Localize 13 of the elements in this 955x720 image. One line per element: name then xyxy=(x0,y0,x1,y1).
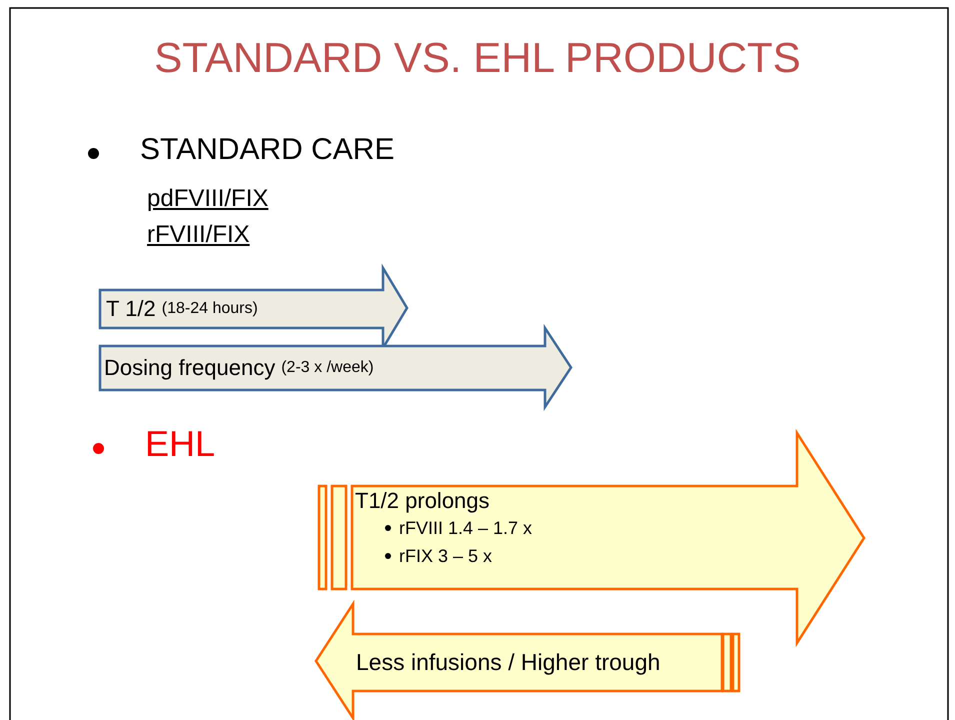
arrow-text: T 1/2 xyxy=(106,296,156,322)
product-name: pdFVIII/FIX xyxy=(147,185,268,213)
bullet-heading: EHL xyxy=(145,423,216,465)
bullet-item: rFVIII 1.4 – 1.7 x xyxy=(399,517,532,540)
bullet-item: rFIX 3 – 5 x xyxy=(399,545,492,568)
arrow-heading: T1/2 prolongs xyxy=(355,488,491,514)
arrow-text: Less infusions / Higher trough xyxy=(356,649,660,676)
arrow-note: (18-24 hours) xyxy=(162,300,258,318)
slide-title: STANDARD VS. EHL PRODUCTS xyxy=(153,34,802,82)
arrow-note: (2-3 x /week) xyxy=(281,359,374,377)
product-name: rFVIII/FIX xyxy=(147,221,250,249)
bullet-heading: STANDARD CARE xyxy=(140,133,394,167)
arrow-text: Dosing frequency xyxy=(104,355,276,381)
